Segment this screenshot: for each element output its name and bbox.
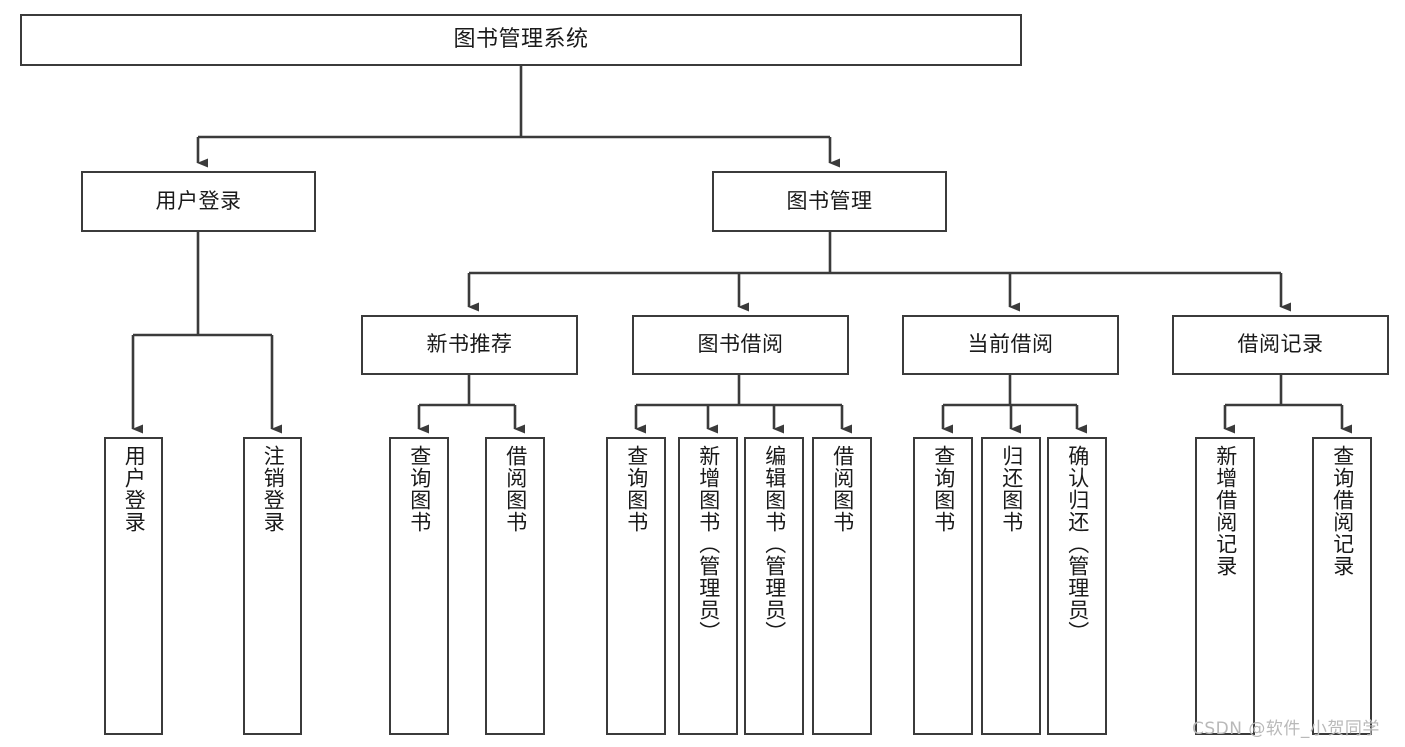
node-label: 新增图书（管理员） [696, 445, 721, 643]
csdn-watermark: CSDN @软件_小贺同学 [1192, 719, 1380, 739]
node-current-borrow[interactable]: 当前借阅 [902, 315, 1119, 375]
node-label: 借阅图书 [503, 445, 528, 533]
node-label: 图书管理 [786, 188, 873, 213]
node-label: 查询图书 [624, 445, 649, 533]
node-label: 用户登录 [155, 188, 242, 213]
node-label: 新增借阅记录 [1213, 445, 1238, 577]
node-label: 确认归还（管理员） [1065, 445, 1090, 643]
node-label: 注销登录 [261, 445, 286, 533]
node-leaf-query-book-current[interactable]: 查询图书 [913, 437, 973, 735]
node-book-borrow[interactable]: 图书借阅 [632, 315, 849, 375]
node-label: 编辑图书（管理员） [762, 445, 787, 643]
node-label: 借阅记录 [1237, 332, 1324, 357]
node-label: 图书管理系统 [453, 26, 589, 52]
node-leaf-add-borrow-record[interactable]: 新增借阅记录 [1195, 437, 1255, 735]
node-leaf-return-book[interactable]: 归还图书 [981, 437, 1041, 735]
node-borrow-record[interactable]: 借阅记录 [1172, 315, 1389, 375]
node-label: 用户登录 [122, 445, 147, 533]
node-label: 查询图书 [931, 445, 956, 533]
node-label: 借阅图书 [830, 445, 855, 533]
node-leaf-edit-book-admin[interactable]: 编辑图书（管理员） [744, 437, 804, 735]
node-label: 当前借阅 [967, 332, 1054, 357]
node-new-book-recommend[interactable]: 新书推荐 [361, 315, 578, 375]
node-label: 新书推荐 [426, 332, 513, 357]
node-leaf-add-book-admin[interactable]: 新增图书（管理员） [678, 437, 738, 735]
node-leaf-borrow-book-new[interactable]: 借阅图书 [485, 437, 545, 735]
node-leaf-query-book-new[interactable]: 查询图书 [389, 437, 449, 735]
node-label: 查询图书 [407, 445, 432, 533]
node-leaf-borrow-book[interactable]: 借阅图书 [812, 437, 872, 735]
node-leaf-query-book-borrow[interactable]: 查询图书 [606, 437, 666, 735]
node-leaf-query-borrow-record[interactable]: 查询借阅记录 [1312, 437, 1372, 735]
node-book-management[interactable]: 图书管理 [712, 171, 947, 232]
node-label: 图书借阅 [697, 332, 784, 357]
node-user-login[interactable]: 用户登录 [81, 171, 316, 232]
node-label: 查询借阅记录 [1330, 445, 1355, 577]
node-leaf-user-login[interactable]: 用户登录 [104, 437, 163, 735]
node-leaf-logout[interactable]: 注销登录 [243, 437, 302, 735]
node-leaf-confirm-return-admin[interactable]: 确认归还（管理员） [1047, 437, 1107, 735]
node-label: 归还图书 [999, 445, 1024, 533]
node-root-book-management-system[interactable]: 图书管理系统 [20, 14, 1022, 66]
